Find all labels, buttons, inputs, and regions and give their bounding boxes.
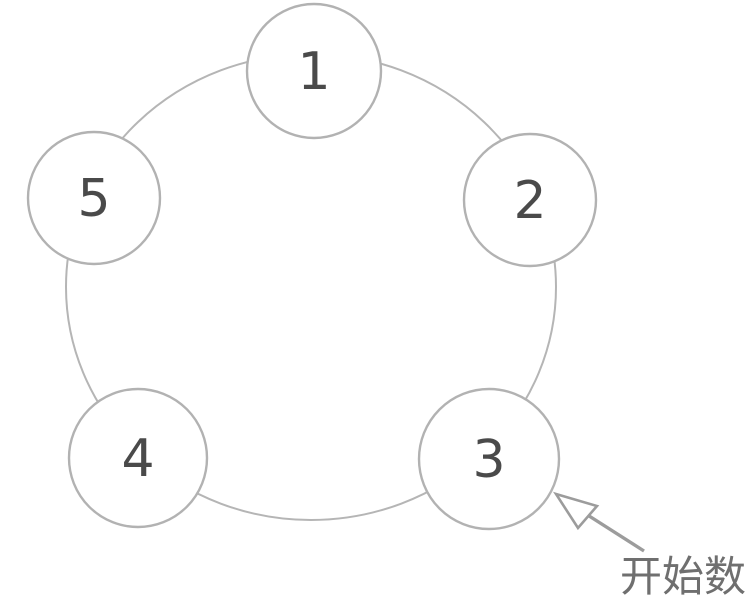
- node-2-circle: [462, 132, 598, 268]
- node-2-label: 2: [513, 171, 546, 231]
- arrow-shaft: [585, 512, 645, 553]
- node-4-label: 4: [121, 429, 154, 489]
- node-5: 5: [26, 130, 162, 266]
- node-1: 1: [245, 2, 383, 140]
- node-2: 2: [462, 132, 598, 268]
- node-1-label: 1: [297, 42, 330, 102]
- node-4-circle: [67, 387, 209, 529]
- node-5-label: 5: [77, 169, 110, 229]
- node-3-circle: [417, 387, 561, 531]
- arrowhead-icon: [553, 491, 600, 531]
- node-5-circle: [26, 130, 162, 266]
- node-1-circle: [245, 2, 383, 140]
- node-4: 4: [67, 387, 209, 529]
- start-annotation-label: 开始数: [620, 552, 746, 601]
- node-3-label: 3: [472, 430, 505, 490]
- start-pointer-arrow: [553, 491, 645, 553]
- node-3: 3: [417, 387, 561, 531]
